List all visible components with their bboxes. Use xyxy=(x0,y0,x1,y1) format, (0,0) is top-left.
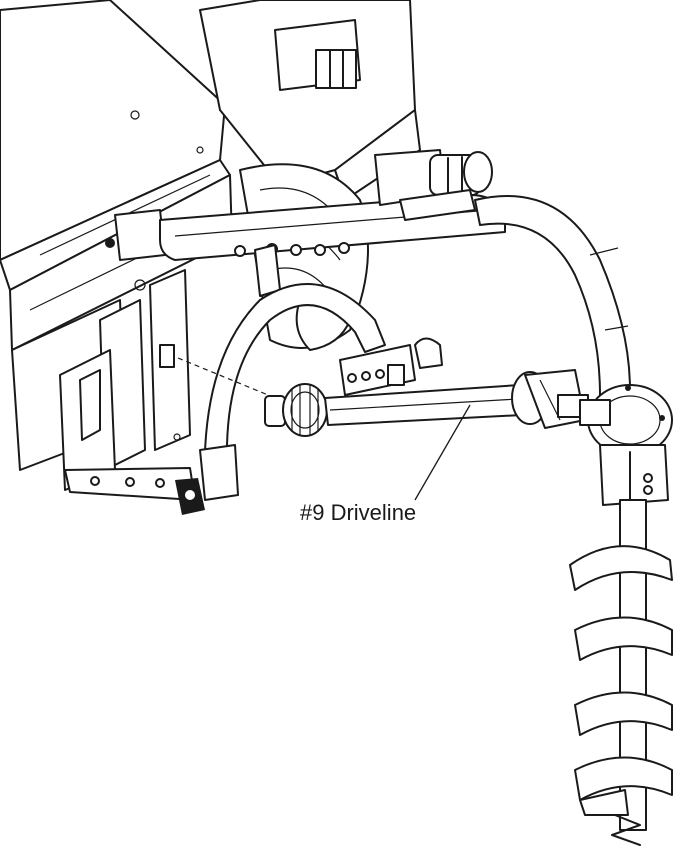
auger-bit xyxy=(569,499,673,846)
driveline-callout-label: #9 Driveline xyxy=(300,500,417,525)
pivot-bracket xyxy=(339,337,443,396)
mount-plates xyxy=(59,269,191,491)
latch-handle xyxy=(64,467,205,515)
hydraulic-cylinder xyxy=(374,149,493,221)
hydraulic-hose-left xyxy=(199,283,386,501)
callout-leader xyxy=(414,404,471,501)
gearbox xyxy=(579,384,673,506)
driveline-shaft[interactable] xyxy=(264,369,589,437)
pin-alignment-line xyxy=(177,357,269,396)
boom-holes xyxy=(234,242,350,257)
